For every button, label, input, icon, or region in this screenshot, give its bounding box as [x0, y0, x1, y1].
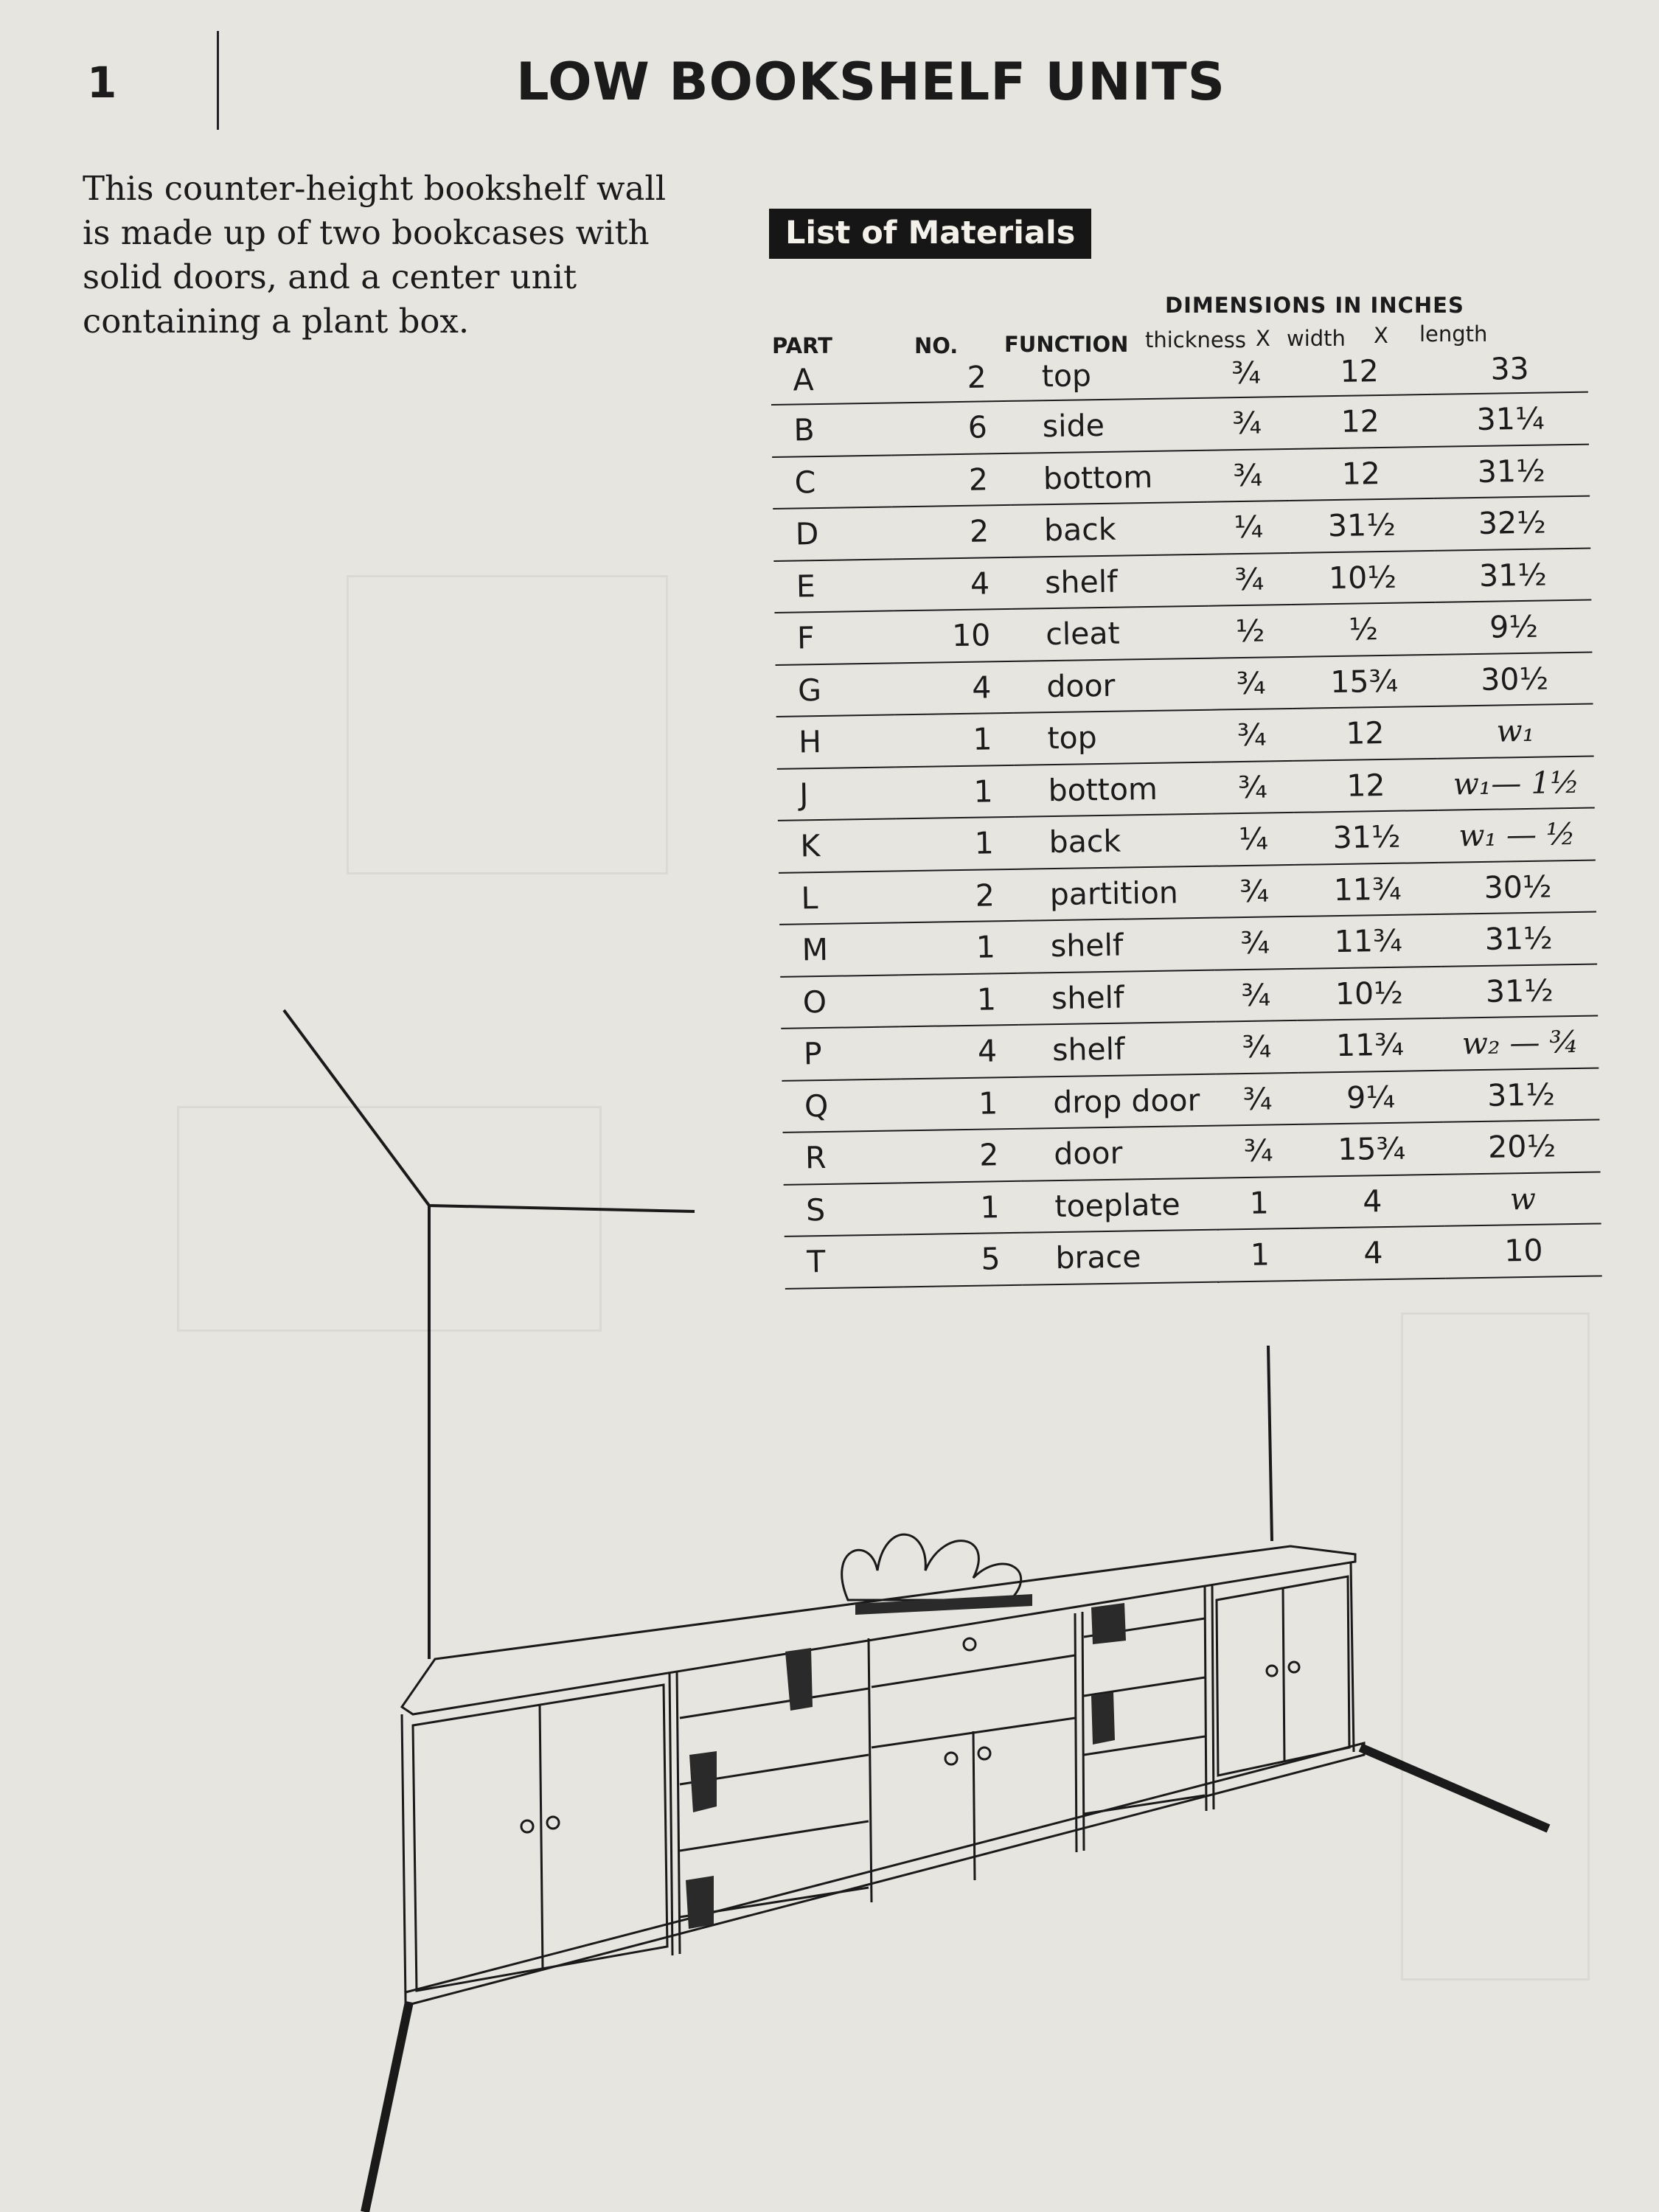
thickness-cell: ¾: [1205, 349, 1287, 398]
column-header-length: length: [1419, 321, 1488, 347]
width-cell: 11¾: [1295, 914, 1441, 969]
thickness-cell: ¾: [1210, 708, 1293, 762]
thickness-cell: ¼: [1207, 500, 1290, 554]
part-cell: H: [776, 714, 896, 769]
column-header-times-2: X: [1374, 323, 1388, 348]
quantity-cell: 6: [890, 400, 1010, 455]
bleed-through-mark: [347, 575, 668, 874]
quantity-cell: 2: [891, 453, 1011, 507]
width-cell: 12: [1287, 394, 1433, 449]
thickness-cell: ¾: [1206, 448, 1290, 502]
thickness-cell: ¾: [1214, 916, 1297, 970]
bookshelf-wall-drawing: [282, 1009, 1551, 2212]
part-cell: B: [771, 403, 891, 457]
bleed-through-mark: [1401, 1312, 1590, 1980]
function-cell: door: [1012, 658, 1211, 713]
quantity-cell: 10: [893, 608, 1013, 663]
column-header-no: NO.: [914, 333, 959, 358]
part-cell: L: [778, 870, 899, 925]
page-title: LOW BOOKSHELF UNITS: [516, 52, 1226, 112]
part-cell: E: [773, 558, 894, 613]
function-cell: bottom: [1015, 762, 1213, 817]
length-cell: 30½: [1439, 860, 1596, 914]
part-cell: M: [779, 922, 900, 977]
width-cell: 15¾: [1291, 654, 1437, 709]
function-cell: back: [1015, 813, 1214, 869]
function-cell: top: [1008, 349, 1206, 401]
intro-paragraph: This counter-height bookshelf wall is ma…: [83, 169, 667, 341]
quantity-cell: 1: [894, 712, 1015, 767]
function-cell: back: [1010, 501, 1208, 557]
function-cell: cleat: [1012, 605, 1210, 661]
thickness-cell: ¾: [1211, 760, 1294, 814]
width-cell: ½: [1290, 602, 1436, 657]
quantity-cell: 1: [895, 765, 1016, 819]
length-cell: 31½: [1433, 444, 1590, 498]
quantity-cell: 2: [891, 504, 1012, 559]
quantity-cell: 2: [889, 352, 1009, 403]
length-cell: 31¼: [1432, 392, 1589, 447]
width-cell: 12: [1293, 758, 1439, 813]
thickness-cell: ¾: [1209, 656, 1293, 710]
part-cell: A: [771, 355, 891, 405]
function-cell: shelf: [1017, 917, 1215, 973]
thickness-cell: ¾: [1206, 396, 1289, 451]
quantity-cell: 1: [898, 920, 1018, 975]
column-header-part: PART: [772, 333, 832, 358]
part-cell: K: [777, 818, 898, 873]
width-cell: 31½: [1289, 498, 1435, 553]
width-cell: 12: [1288, 446, 1434, 501]
quantity-cell: 1: [897, 816, 1017, 871]
length-cell: w₁ — ½: [1439, 807, 1596, 863]
function-cell: partition: [1016, 866, 1214, 921]
thickness-cell: ¼: [1212, 812, 1295, 866]
column-header-function: FUNCTION: [1004, 332, 1129, 357]
width-cell: 31½: [1293, 810, 1440, 865]
length-cell: 32½: [1433, 495, 1591, 551]
part-cell: C: [772, 454, 892, 509]
function-cell: top: [1013, 709, 1211, 765]
length-cell: 30½: [1436, 652, 1593, 706]
column-header-width: width: [1287, 326, 1346, 351]
length-cell: 33: [1431, 344, 1588, 394]
width-cell: 12: [1292, 706, 1439, 761]
thickness-cell: ¾: [1213, 864, 1296, 918]
part-cell: D: [773, 507, 893, 561]
column-header-times-1: X: [1256, 326, 1270, 351]
width-cell: 10½: [1290, 550, 1436, 605]
quantity-cell: 2: [897, 869, 1018, 923]
dimensions-heading: DIMENSIONS IN INCHES: [1165, 293, 1464, 318]
column-header-thickness: thickness: [1145, 327, 1246, 352]
quantity-cell: 4: [894, 661, 1014, 715]
function-cell: side: [1009, 397, 1207, 453]
page-number: 1: [87, 58, 117, 108]
part-cell: F: [774, 611, 894, 665]
materials-heading: List of Materials: [769, 209, 1092, 259]
length-cell: 31½: [1440, 911, 1598, 967]
header-divider: [217, 31, 219, 130]
thickness-cell: ¾: [1208, 552, 1291, 606]
part-cell: J: [776, 766, 897, 821]
length-cell: 9½: [1435, 599, 1593, 655]
thickness-cell: ½: [1208, 604, 1292, 658]
quantity-cell: 4: [892, 557, 1012, 611]
length-cell: w₁: [1436, 703, 1594, 759]
bleed-through-mark: [177, 1106, 602, 1332]
function-cell: bottom: [1009, 450, 1208, 505]
width-cell: 12: [1286, 346, 1433, 397]
width-cell: 11¾: [1294, 862, 1441, 917]
part-cell: G: [775, 662, 895, 717]
length-cell: w₁— 1½: [1438, 756, 1595, 810]
length-cell: 31½: [1434, 548, 1592, 602]
function-cell: shelf: [1011, 554, 1209, 609]
